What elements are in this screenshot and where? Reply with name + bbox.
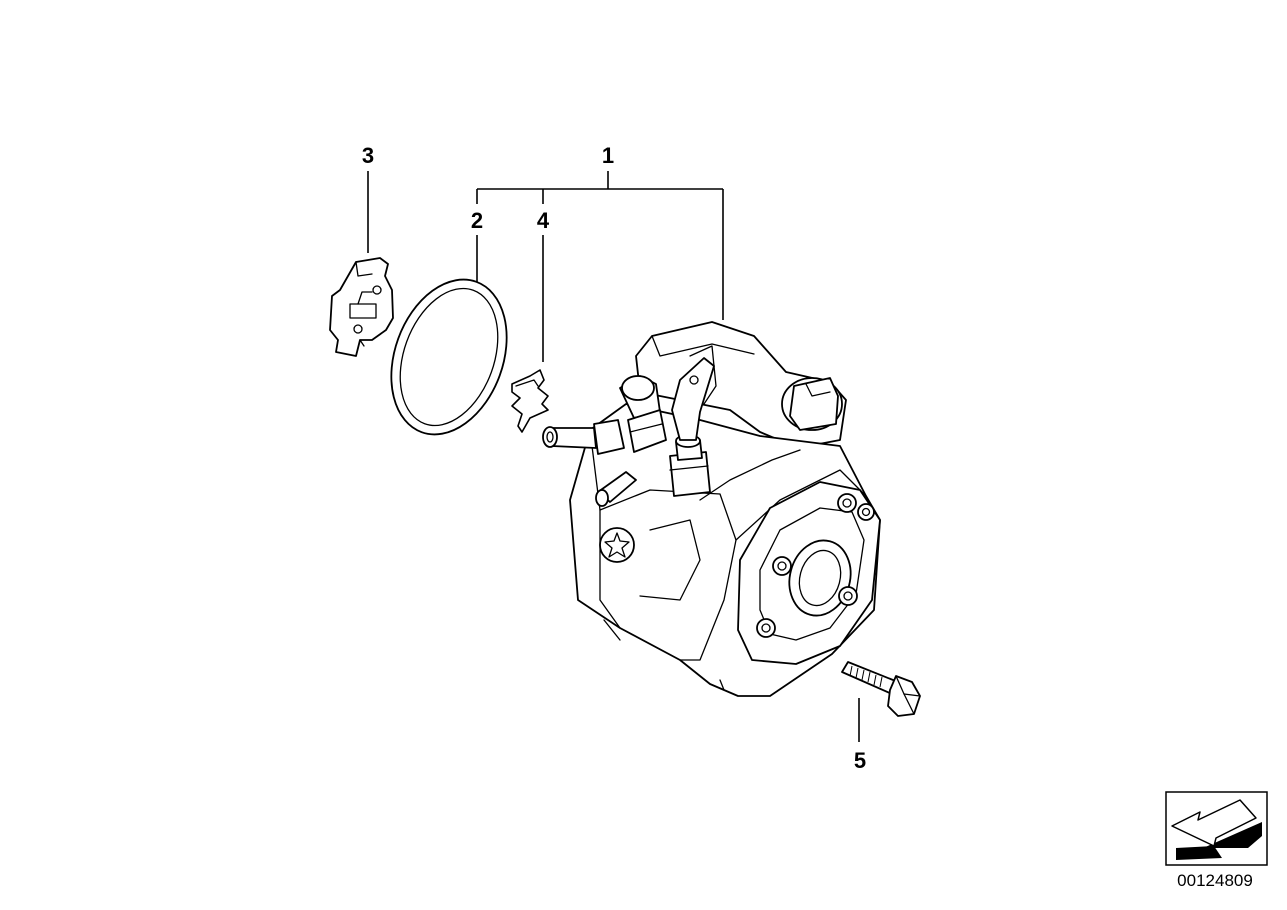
part-3-coupling-plate	[329, 257, 394, 357]
callout-label-3: 3	[362, 143, 374, 168]
part-1-high-pressure-pump	[542, 321, 881, 697]
leader-lines	[367, 171, 860, 742]
callout-label-1: 1	[602, 143, 614, 168]
part-2-sealing-ring	[390, 278, 508, 436]
direction-arrow-icon	[1165, 791, 1268, 866]
diagram-id-label: 00124809	[1177, 871, 1253, 890]
part-5-hex-bolt	[841, 661, 921, 717]
callout-label-2: 2	[471, 208, 483, 233]
callout-label-5: 5	[854, 748, 866, 773]
callout-label-4: 4	[537, 208, 550, 233]
part-4-spring-clip	[511, 369, 549, 433]
